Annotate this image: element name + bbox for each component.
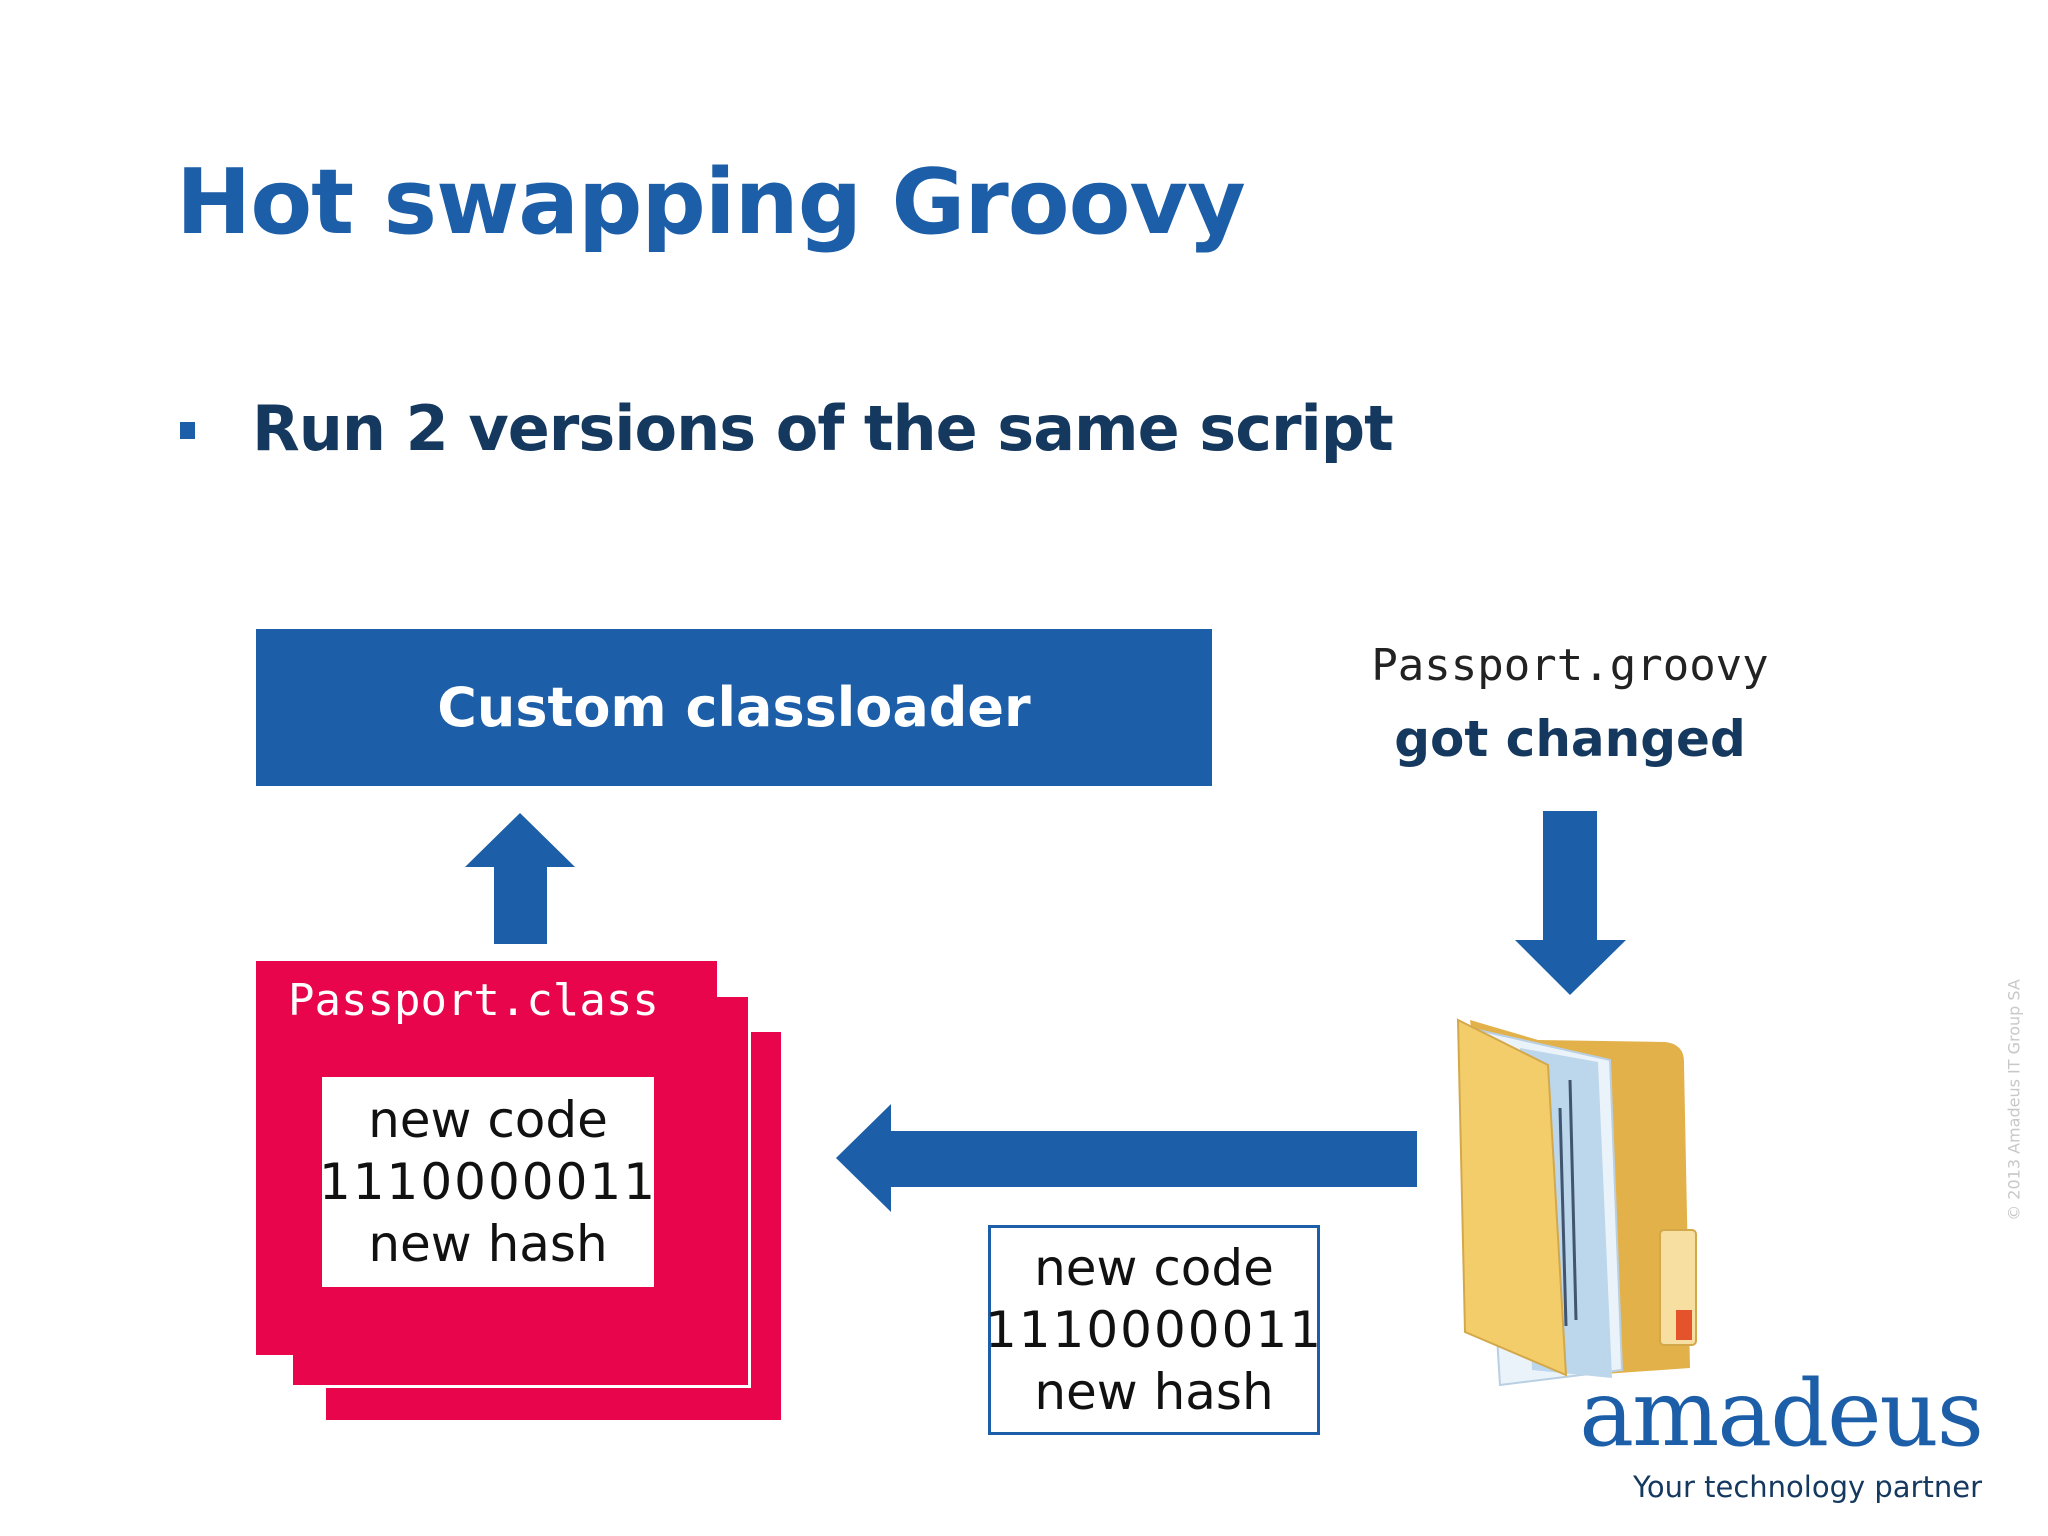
payload-line-bits: 1110000011 bbox=[984, 1301, 1324, 1359]
changed-file-name: Passport.groovy bbox=[1371, 640, 1769, 691]
class-card-line-hash: new hash bbox=[368, 1215, 608, 1273]
class-card-title: Passport.class bbox=[288, 975, 659, 1026]
bullet-marker bbox=[180, 422, 195, 439]
logo-tagline: Your technology partner bbox=[1633, 1470, 1982, 1504]
class-card-line-code: new code bbox=[368, 1091, 608, 1149]
payload-line-hash: new hash bbox=[1034, 1363, 1274, 1421]
class-card-content: new code 1110000011 new hash bbox=[318, 1077, 658, 1287]
amadeus-logo: amadeus bbox=[1579, 1360, 1984, 1467]
slide-title: Hot swapping Groovy bbox=[176, 150, 1246, 255]
bullet-text: Run 2 versions of the same script bbox=[252, 392, 1394, 465]
class-card-line-bits: 1110000011 bbox=[318, 1153, 658, 1211]
left-arrow-icon bbox=[836, 1104, 1417, 1212]
classloader-box: Custom classloader bbox=[256, 629, 1212, 786]
folder-icon bbox=[1456, 1018, 1697, 1387]
changed-label: got changed bbox=[1394, 710, 1746, 768]
payload-line-code: new code bbox=[1034, 1239, 1274, 1297]
classloader-label: Custom classloader bbox=[437, 676, 1031, 739]
payload-box: new code 1110000011 new hash bbox=[984, 1225, 1324, 1435]
down-arrow-icon bbox=[1515, 811, 1626, 995]
up-arrow-icon bbox=[465, 813, 575, 944]
copyright-notice: © 2013 Amadeus IT Group SA bbox=[2004, 979, 2024, 1221]
